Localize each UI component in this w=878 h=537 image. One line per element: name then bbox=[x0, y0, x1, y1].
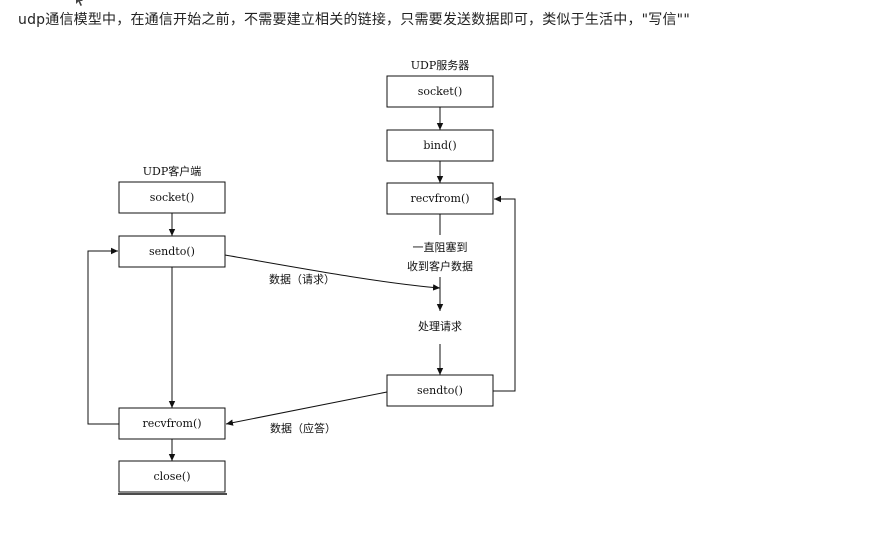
request-arrow bbox=[224, 254, 441, 291]
server-sendto-box: sendto() bbox=[386, 374, 494, 407]
client-title: UDP客户端 bbox=[143, 164, 202, 178]
server-title: UDP服务器 bbox=[411, 59, 470, 72]
client-sendto-label: sendto() bbox=[149, 245, 195, 258]
client-close-box: close() bbox=[118, 460, 227, 495]
reply-arrow bbox=[225, 391, 388, 426]
client-socket-box: socket() bbox=[118, 181, 226, 214]
cursor-icon bbox=[76, 0, 83, 6]
server-recvfrom-box: recvfrom() bbox=[386, 182, 494, 215]
page-heading: udp通信模型中，在通信开始之前，不需要建立相关的链接，只需要发送数据即可，类似… bbox=[18, 12, 690, 28]
server-loop-arrow bbox=[493, 195, 516, 392]
server-bind-label: bind() bbox=[423, 139, 456, 152]
server-bind-box: bind() bbox=[386, 129, 494, 162]
client-sendto-box: sendto() bbox=[118, 235, 226, 268]
server-wait-line1: 一直阻塞到 bbox=[413, 240, 468, 254]
client-socket-label: socket() bbox=[150, 191, 195, 204]
server-socket-box: socket() bbox=[386, 75, 494, 108]
server-sendto-label: sendto() bbox=[417, 384, 463, 397]
client-recvfrom-label: recvfrom() bbox=[142, 417, 201, 430]
server-recvfrom-label: recvfrom() bbox=[410, 192, 469, 205]
client-close-label: close() bbox=[153, 470, 190, 483]
reply-edge-label: 数据（应答） bbox=[270, 421, 336, 435]
server-process-label: 处理请求 bbox=[418, 320, 462, 333]
server-wait-line2: 收到客户数据 bbox=[407, 259, 473, 273]
client-loop-arrow bbox=[87, 247, 119, 425]
client-recvfrom-box: recvfrom() bbox=[118, 407, 226, 440]
request-edge-label: 数据（请求） bbox=[269, 272, 335, 286]
server-socket-label: socket() bbox=[418, 85, 463, 98]
